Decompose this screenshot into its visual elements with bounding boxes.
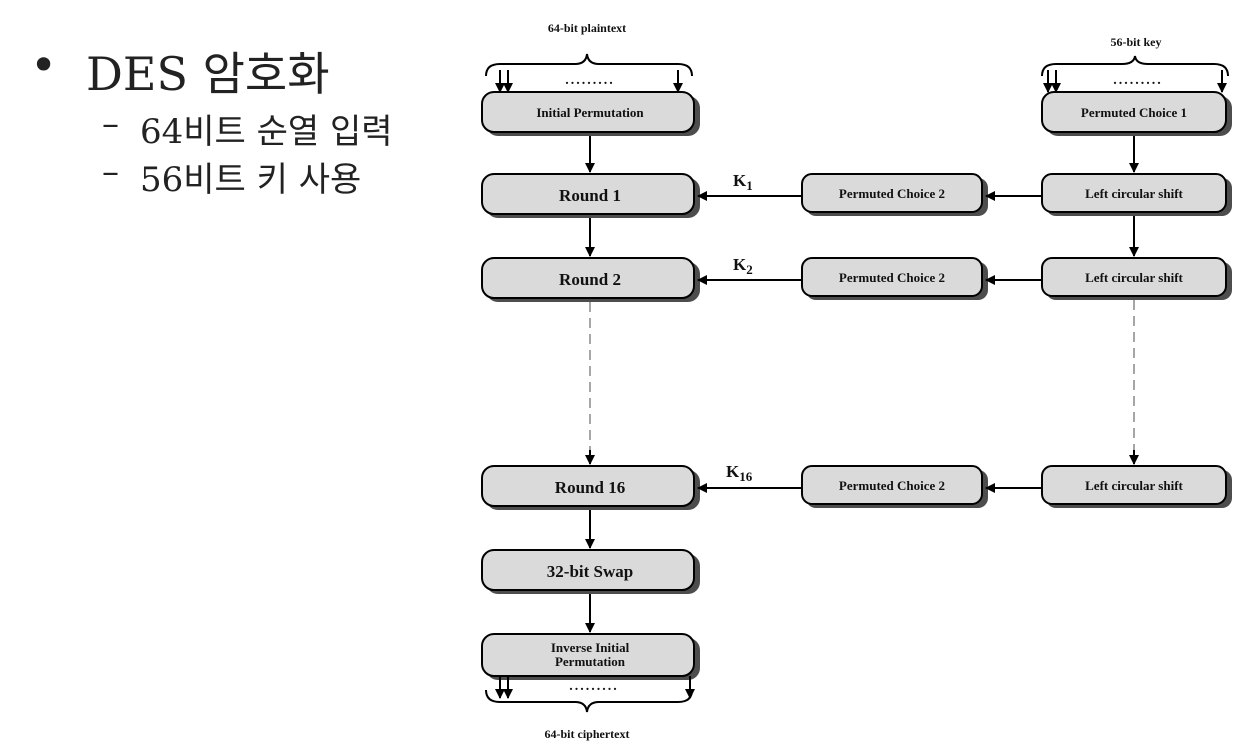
- ciphertext-dots: .........: [569, 679, 619, 694]
- left-shift-label: Left circular shift: [1085, 270, 1183, 285]
- sub-bullet-1-text: 64비트 순열 입력: [140, 112, 393, 152]
- inverse-permutation-box: Inverse Initial Permutation: [481, 633, 700, 680]
- permuted-choice-2-box-16: Permuted Choice 2: [801, 465, 988, 508]
- key-brace: [1041, 55, 1229, 77]
- bullet-dot: •: [30, 38, 58, 92]
- sub-bullet-2-text: 56비트 키 사용: [140, 160, 362, 200]
- initial-permutation-label: Initial Permutation: [536, 105, 644, 120]
- subkey-k-letter: K: [726, 462, 740, 481]
- key-label: 56-bit key: [1111, 35, 1162, 49]
- round16-box: Round 16: [481, 465, 700, 510]
- round2-box: Round 2: [481, 257, 700, 302]
- left-shift-label: Left circular shift: [1085, 478, 1183, 493]
- subkey-k1-index: 1: [746, 178, 753, 193]
- left-shift-label: Left circular shift: [1085, 186, 1183, 201]
- initial-permutation-box: Initial Permutation: [481, 91, 700, 136]
- subkey-k16-label: K16: [726, 462, 753, 484]
- sub-bullet-dash: –: [102, 104, 119, 144]
- sub-bullet-dash: –: [102, 152, 119, 192]
- round1-box: Round 1: [481, 173, 700, 218]
- left-shift-box-2: Left circular shift: [1041, 257, 1232, 300]
- ciphertext-brace: [485, 689, 693, 713]
- round1-label: Round 1: [559, 186, 621, 205]
- permuted-choice-2-label: Permuted Choice 2: [839, 270, 945, 285]
- inverse-permutation-label-1: Inverse Initial: [551, 640, 630, 655]
- subkey-k2-index: 2: [746, 262, 753, 277]
- key-dots: .........: [1113, 73, 1163, 88]
- swap-label: 32-bit Swap: [547, 562, 633, 581]
- left-shift-box-16: Left circular shift: [1041, 465, 1232, 508]
- round2-label: Round 2: [559, 270, 621, 289]
- subkey-k1-label: K1: [733, 171, 753, 193]
- round16-label: Round 16: [555, 478, 625, 497]
- inverse-permutation-label-2: Permutation: [555, 654, 626, 669]
- permuted-choice-2-box-1: Permuted Choice 2: [801, 173, 988, 216]
- subkey-k2-label: K2: [733, 255, 753, 277]
- subkey-k-letter: K: [733, 171, 747, 190]
- permuted-choice-2-box-2: Permuted Choice 2: [801, 257, 988, 300]
- swap-box: 32-bit Swap: [481, 549, 700, 594]
- left-shift-box-1: Left circular shift: [1041, 173, 1232, 216]
- subkey-k-letter: K: [733, 255, 747, 274]
- subkey-k16-index: 16: [739, 469, 753, 484]
- plaintext-dots: .........: [565, 73, 615, 88]
- bullet-main-text: DES 암호화: [86, 47, 330, 101]
- permuted-choice-1-label: Permuted Choice 1: [1081, 105, 1187, 120]
- permuted-choice-2-label: Permuted Choice 2: [839, 186, 945, 201]
- plaintext-brace: [485, 53, 693, 77]
- permuted-choice-2-label: Permuted Choice 2: [839, 478, 945, 493]
- plaintext-label: 64-bit plaintext: [548, 21, 626, 35]
- permuted-choice-1-box: Permuted Choice 1: [1041, 91, 1232, 136]
- ciphertext-label: 64-bit ciphertext: [545, 727, 630, 741]
